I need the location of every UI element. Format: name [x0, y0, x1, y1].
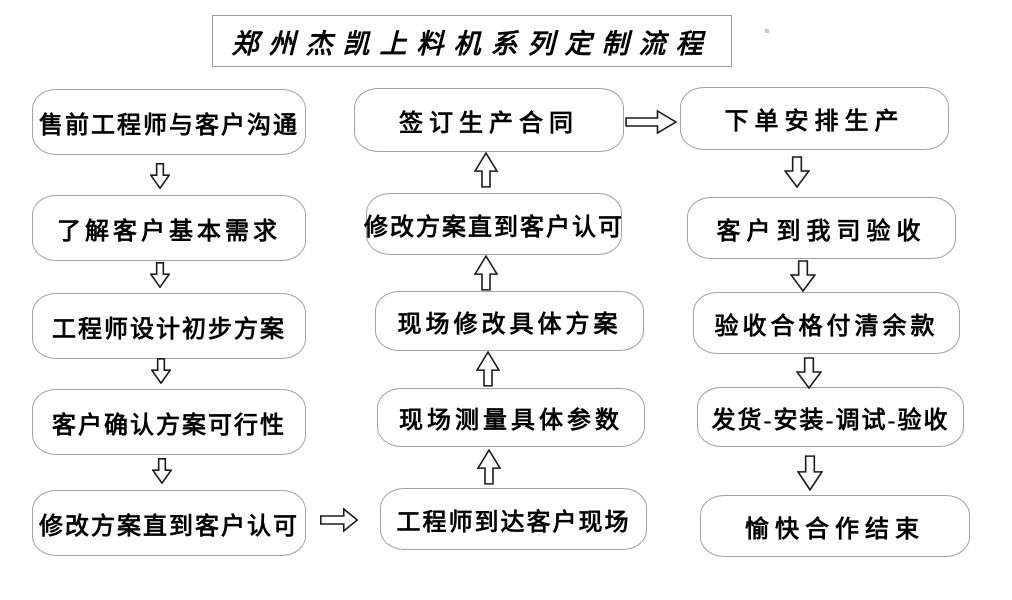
flow-node-middle-2: 修改方案直到客户认可: [364, 193, 622, 255]
down-arrow-icon: [151, 358, 171, 384]
flow-node-right-2: 客户到我司验收: [687, 197, 956, 259]
stray-dot: [765, 29, 769, 33]
flow-node-right-1: 下单安排生产: [680, 87, 949, 150]
up-arrow-icon: [476, 351, 500, 387]
down-arrow-icon: [150, 163, 170, 189]
down-arrow-icon: [797, 455, 823, 491]
flow-node-right-5: 愉快合作结束: [700, 495, 970, 557]
down-arrow-icon: [150, 262, 170, 288]
up-arrow-icon: [477, 449, 501, 485]
diagram-title: 郑州杰凯上料机系列定制流程: [212, 15, 732, 67]
up-arrow-icon: [474, 152, 498, 188]
flow-node-left-4: 客户确认方案可行性: [32, 389, 306, 455]
flow-node-right-3: 验收合格付清余款: [693, 292, 960, 354]
flow-node-left-2: 了解客户基本需求: [32, 195, 306, 261]
down-arrow-icon: [796, 357, 822, 389]
down-arrow-icon: [152, 458, 172, 484]
right-arrow-icon: [625, 109, 677, 135]
flow-node-middle-5: 工程师到达客户现场: [380, 488, 647, 550]
flow-node-left-1: 售前工程师与客户沟通: [32, 89, 306, 155]
flow-node-left-5: 修改方案直到客户认可: [32, 490, 306, 556]
right-arrow-icon: [320, 507, 358, 533]
flow-node-left-3: 工程师设计初步方案: [32, 293, 306, 359]
down-arrow-icon: [790, 260, 816, 292]
flow-node-middle-4: 现场测量具体参数: [377, 388, 645, 447]
up-arrow-icon: [474, 255, 498, 291]
down-arrow-icon: [784, 156, 810, 188]
flow-node-middle-1: 签订生产合同: [354, 88, 624, 152]
flow-node-middle-3: 现场修改具体方案: [375, 291, 644, 351]
flow-node-right-4: 发货-安装-调试-验收: [697, 387, 964, 447]
